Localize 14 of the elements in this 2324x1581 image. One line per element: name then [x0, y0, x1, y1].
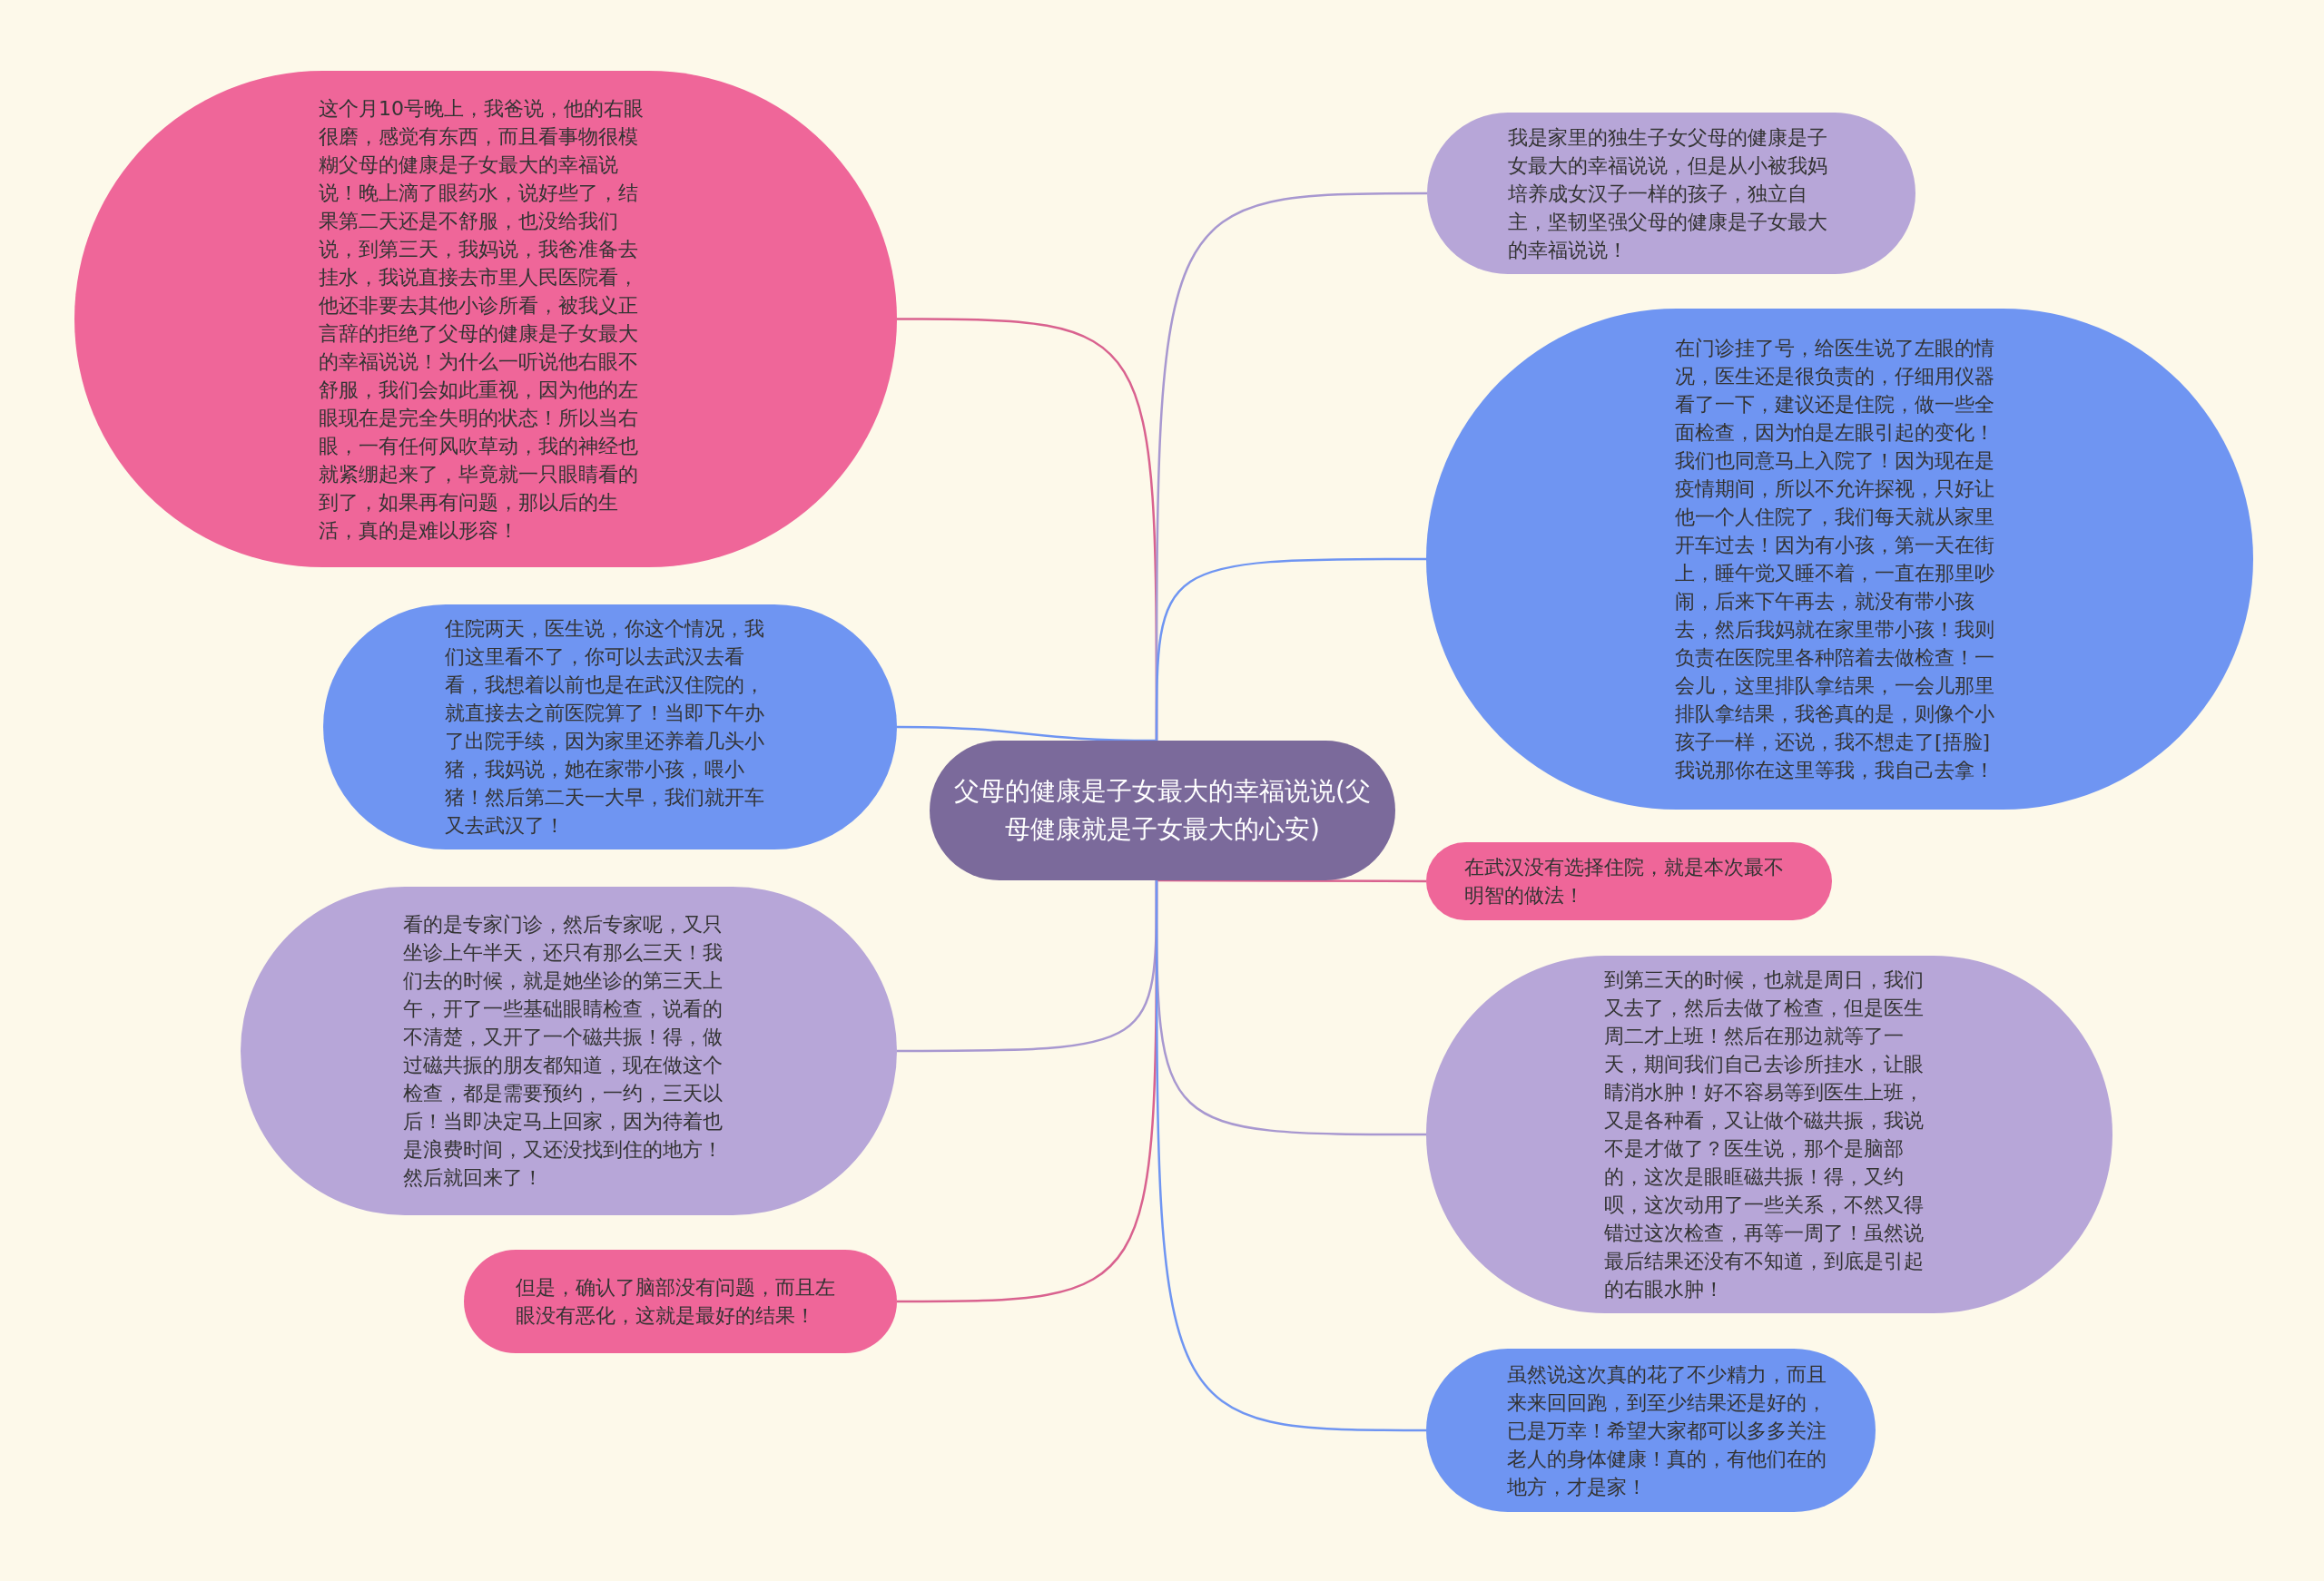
note-text: 住院两天，医生说，你这个情况，我们这里看不了，你可以去武汉去看看，我想着以前也是在武汉住院的，就直接去之前医院算了！当即下午办了出院手续，因为家里还养着几头小猪，我妈说，她在家带小孩，喂小猪！然后第二天一大早，我们就开车又去武汉了！: [445, 616, 765, 839]
note-text: 在武汉没有选择住院，就是本次最不明智的做法！: [1464, 855, 1785, 908]
note-text: 但是，确认了脑部没有问题，而且左眼没有恶化，这就是最好的结果！: [516, 1275, 836, 1329]
connector-line: [1157, 879, 1426, 883]
connector-line: [897, 725, 1157, 742]
note-text: 看的是专家门诊，然后专家呢，又只坐诊上午半天，还只有那么三天！我们去的时候，就是她坐诊的第三天上午，开了一些基础眼睛检查，说看的不清楚，又开了一个磁共振！得，做过磁共振的朋友都知道，现在做这个检查，都是需要预约，一约，三天以后！当即决定马上回家，因为待着也是浪费时间，又还没找到住的地方！然后就回来了！: [403, 912, 724, 1191]
connector-line: [1155, 557, 1426, 741]
note-text: 虽然说这次真的花了不少精力，而且来来回回跑，到至少结果还是好的，已是万幸！希望大家都可以多多关注老人的身体健康！真的，有他们在的地方，才是家！: [1507, 1361, 1827, 1500]
note-text: 我是家里的独生子女父母的健康是子女最大的幸福说说，但是从小被我妈培养成女汉子一样的孩子，独立自主，坚韧坚强父母的健康是子女最大的幸福说说！: [1508, 124, 1828, 263]
note-text: 在门诊挂了号，给医生说了左眼的情况，医生还是很负责的，仔细用仪器看了一下，建议还是住院，做一些全面检查，因为怕是左眼引起的变化！我们也同意马上入院了！因为现在是疫情期间，所以不允许探视，只好让他一个人住院了，我们每天就从家里开车过去！因为有小孩，第一天在街上，睡午觉又睡不着，一直在那里吵闹，后来下午再去，就没有带小孩去，然后我妈就在家里带小孩！我则负责在医院里各种陪着去做检查！一会儿，这里排队拿结果，一会儿那里排队拿结果，我爸真的是，则像个小孩子一样，还说，我不想走了[捂脸]我说那你在这里等我，我自己去拿！: [1675, 336, 1995, 783]
topic-text: 父母的健康是子女最大的幸福说说(父母健康就是子女最大的心安): [953, 775, 1372, 846]
note-text: 这个月10号晚上，我爸说，他的右眼很磨，感觉有东西，而且看事物很模糊父母的健康是子女最大的幸福说说！晚上滴了眼药水，说好些了，结果第二天还是不舒服，也没给我们说，到第三天，我妈说，我爸准备去挂水，我说直接去市里人民医院看，他还非要去其他小诊所看，被我义正言辞的拒绝了父母的健康是子女最大的幸福说说！为什么一听说他右眼不舒服，我们会如此重视，因为他的左眼现在是完全失明的状态！所以当右眼，一有任何风吹草动，我的神经也就紧绷起来了，毕竟就一只眼睛看的到了，如果再有问题，那以后的生活，真的是难以形容！: [319, 95, 645, 544]
connector-line: [1155, 880, 1426, 1432]
note-text: 到第三天的时候，也就是周日，我们又去了，然后去做了检查，但是医生周二才上班！然后在那边就等了一天，期间我们自己去诊所挂水，让眼睛消水肿！好不容易等到医生上班，又是各种看，又让做个磁共振，我说不是才做了？医生说，那个是脑部的，这次是眼眶磁共振！得，又约呗，这次动用了一些关系，不然又得错过这次检查，再等一周了！虽然说最后结果还没有不知道，到底是引起的右眼水肿！: [1604, 967, 1925, 1302]
